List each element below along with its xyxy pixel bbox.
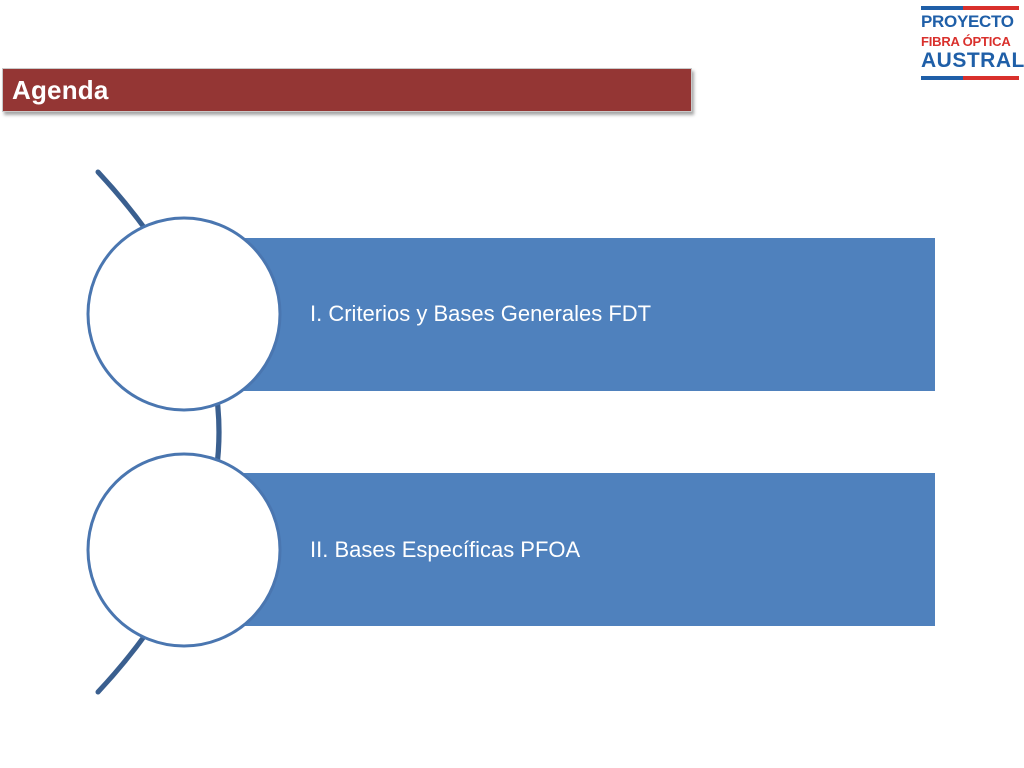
proyecto-fibra-optica-austral-logo: PROYECTO FIBRA ÓPTICA AUSTRAL: [921, 6, 1024, 82]
agenda-item-1-band: [183, 238, 935, 391]
logo-line-2: FIBRA ÓPTICA: [921, 34, 1011, 49]
logo-top-stripe: [921, 6, 1019, 10]
title-bar: Agenda: [2, 68, 692, 112]
agenda-item-1-label: I. Criterios y Bases Generales FDT: [310, 301, 652, 326]
agenda-item-2-label: II. Bases Específicas PFOA: [310, 537, 581, 562]
agenda-item-2-circle: [86, 452, 282, 648]
agenda-item-2-band: [183, 473, 935, 626]
logo-line-3: AUSTRAL: [921, 49, 1024, 72]
logo-line-1: PROYECTO: [921, 12, 1014, 31]
logo-bottom-stripe: [921, 76, 1019, 80]
agenda-item-1-circle: [86, 216, 282, 412]
slide-title: Agenda: [12, 74, 109, 105]
